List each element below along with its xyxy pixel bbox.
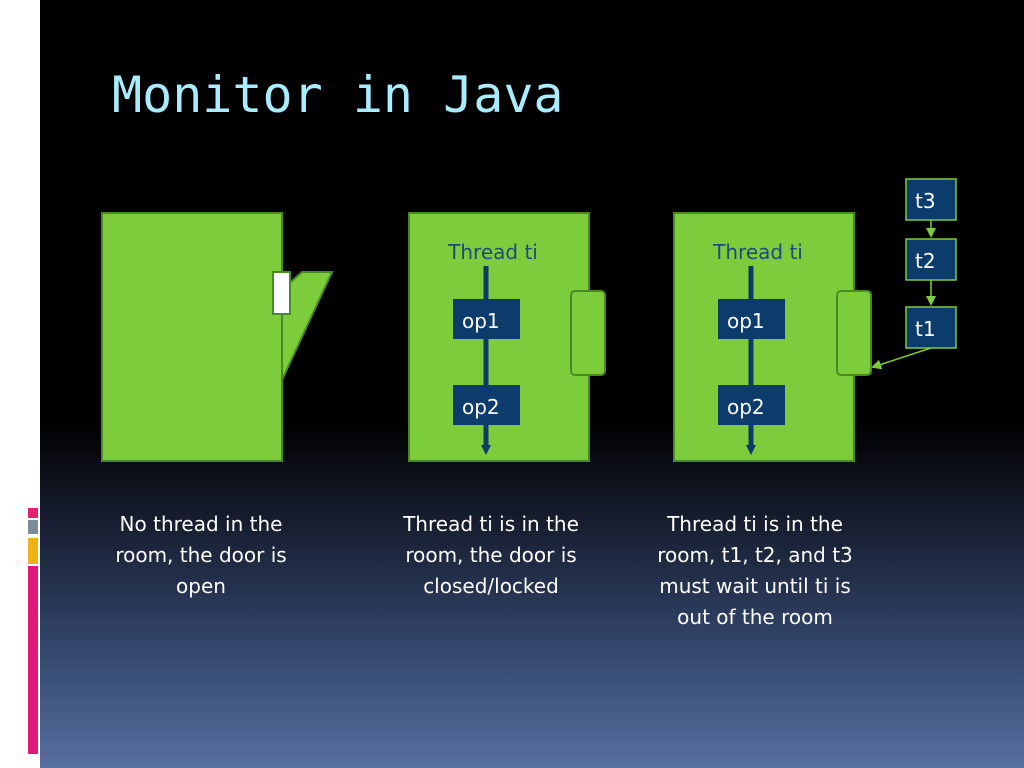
open-door xyxy=(281,271,334,381)
room-locked-group: Thread ti op1 op2 xyxy=(408,212,606,462)
queue-box-t1 xyxy=(905,306,957,349)
accent-bar-red xyxy=(28,508,38,518)
op1-box xyxy=(718,299,785,339)
op1-box xyxy=(453,299,520,339)
panel-caption-open: No thread in the room, the door is open xyxy=(115,512,287,598)
room-open-group xyxy=(101,212,334,462)
closed-door xyxy=(570,290,606,376)
panel-caption-waiting: Thread ti is in the room, t1, t2, and t3… xyxy=(657,512,853,629)
op2-label: op2 xyxy=(727,395,765,419)
queue-label-t2: t2 xyxy=(915,249,936,273)
op2-label: op2 xyxy=(462,395,500,419)
accent-bar-grey xyxy=(28,520,38,534)
op1-label: op1 xyxy=(462,309,500,333)
op1-label: op1 xyxy=(727,309,765,333)
accent-bar-yellow xyxy=(28,538,38,564)
op2-box xyxy=(453,385,520,425)
queue-label-t3: t3 xyxy=(915,189,936,213)
queue-box-t3 xyxy=(905,178,957,221)
thread-label: Thread ti xyxy=(447,240,538,264)
queue-to-door-arrow xyxy=(871,347,932,370)
closed-door xyxy=(836,290,872,376)
queue-label-t1: t1 xyxy=(915,317,936,341)
op2-box xyxy=(718,385,785,425)
waiting-queue: t3 t2 t1 xyxy=(871,178,957,370)
slide-title: Monitor in Java xyxy=(112,66,564,124)
thread-label: Thread ti xyxy=(712,240,803,264)
accent-bar-pink xyxy=(28,566,38,754)
door-handle xyxy=(272,271,291,315)
room-waiting-group: Thread ti op1 op2 xyxy=(673,212,872,462)
panel-caption-locked: Thread ti is in the room, the door is cl… xyxy=(403,512,579,598)
room-1 xyxy=(101,212,283,462)
